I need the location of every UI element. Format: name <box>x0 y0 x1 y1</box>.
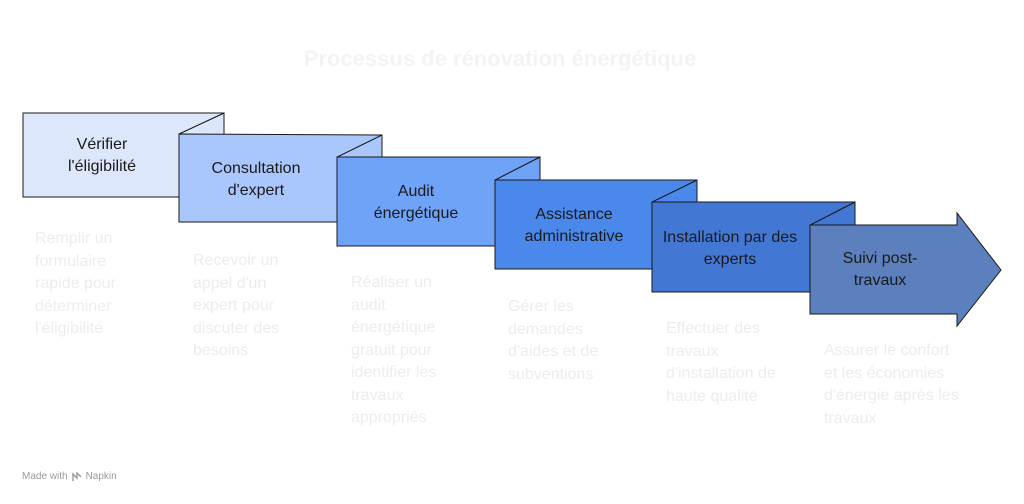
step-1-description: Remplir un formulaire rapide pour déterm… <box>35 230 116 337</box>
napkin-logo-icon <box>71 471 82 481</box>
step-3-description: Réaliser un audit énergétique gratuit po… <box>351 274 437 426</box>
step-1-label: Vérifier l'éligibilité <box>68 136 136 175</box>
step-6-description: Assurer le confort et les économies d'én… <box>824 342 959 427</box>
footer-brand: Napkin <box>85 471 117 482</box>
step-5-description: Effectuer des travaux d'installation de … <box>666 320 776 405</box>
step-2-description: Recevoir un appel d'un expert pour discu… <box>193 252 280 359</box>
step-2-label: Consultation d'expert <box>211 160 301 199</box>
step-4-label: Assistance administrative <box>524 206 624 245</box>
step-6-arrow <box>809 211 1002 328</box>
footer-prefix: Made with <box>22 471 68 482</box>
step-3-label: Audit énergétique <box>373 183 459 222</box>
diagram-title: Processus de rénovation énergétique <box>303 46 697 71</box>
step-5-label: Installation par des experts <box>662 229 798 268</box>
step-6-label: Suivi post-travaux <box>842 250 918 289</box>
footer: Made with Napkin <box>22 471 117 482</box>
step-4-description: Gérer les demandes d'aides et de subvent… <box>508 298 599 383</box>
